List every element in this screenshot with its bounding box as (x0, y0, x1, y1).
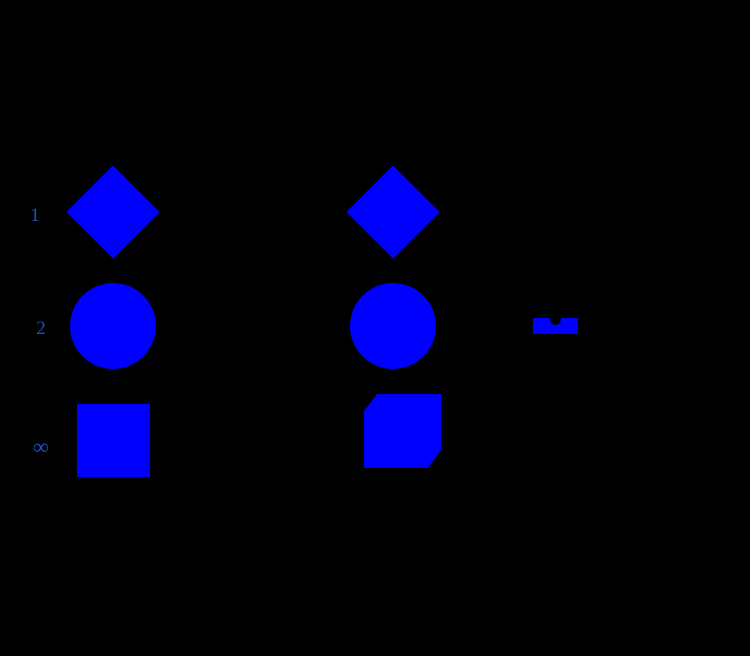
row-label-infinity: ∞ (33, 434, 49, 459)
row-label-1: 1 (30, 205, 40, 226)
shape-diamond-row1-col2 (346, 165, 440, 259)
shape-diamond-row1-col1 (66, 165, 160, 259)
shape-chamfered-square-row3-col2 (364, 394, 441, 468)
row-label-2: 2 (36, 318, 46, 339)
shape-circle-row2-col2 (350, 283, 436, 369)
shape-square-row3-col1 (77, 404, 150, 477)
shape-notched-bar-row2-col3 (533, 318, 578, 334)
shape-circle-row2-col1 (70, 283, 156, 369)
